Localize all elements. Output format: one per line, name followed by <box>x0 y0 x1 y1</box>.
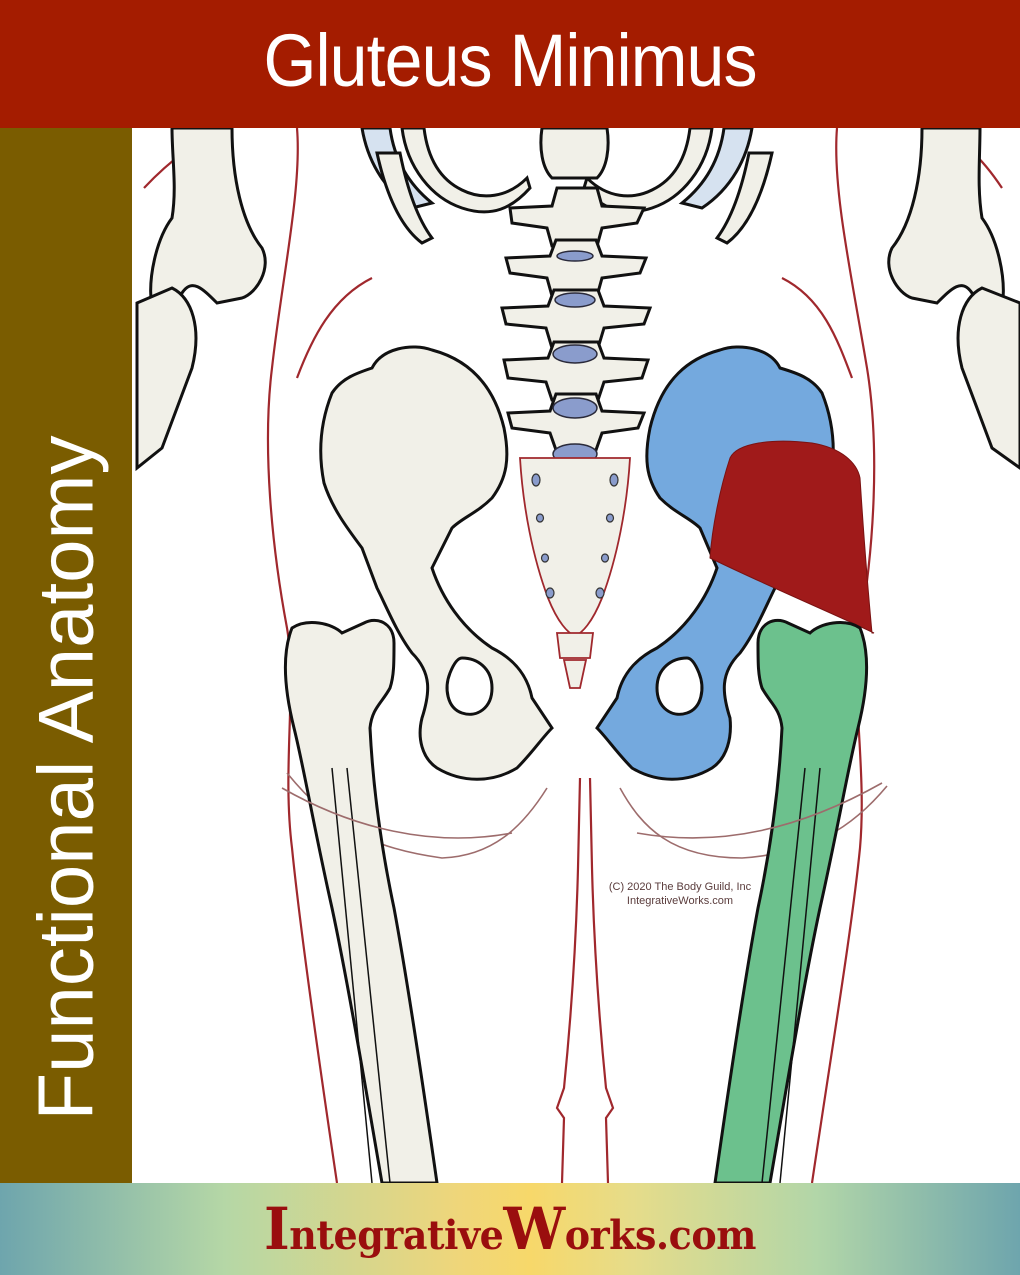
body-contour <box>143 128 1003 1183</box>
footer-banner: IntegrativeWorks.com <box>0 1183 1020 1275</box>
side-banner-label: Functional Anatomy <box>21 435 110 1121</box>
copyright-line-1: (C) 2020 The Body Guild, Inc <box>608 881 752 893</box>
sacral-foramina <box>531 473 619 599</box>
side-banner: Functional Anatomy <box>0 128 132 1183</box>
gluteus-minimus-muscle <box>709 440 875 634</box>
right-femur-insertion <box>713 618 869 1183</box>
gluteal-folds <box>281 782 883 839</box>
sacrum <box>519 457 631 689</box>
copyright-notice: (C) 2020 The Body Guild, Inc Integrative… <box>580 880 780 908</box>
copyright-line-2: IntegrativeWorks.com <box>626 895 734 907</box>
right-arm-bones <box>887 128 1020 470</box>
left-arm-bones <box>135 128 267 472</box>
rib-cage <box>360 128 774 245</box>
brand-wordmark: IntegrativeWorks.com <box>264 1195 756 1263</box>
left-hip-bone <box>319 345 554 781</box>
skeleton-diagram <box>135 128 1020 1183</box>
brand-rest-2: orks.com <box>564 1212 757 1259</box>
anatomy-illustration: (C) 2020 The Body Guild, Inc Integrative… <box>132 128 1020 1183</box>
page-title: Gluteus Minimus <box>263 18 757 102</box>
brand-initial-w: W <box>503 1195 565 1263</box>
brand-initial-i: I <box>263 1195 290 1263</box>
title-banner: Gluteus Minimus <box>0 0 1020 128</box>
brand-rest-1: ntegrative <box>289 1212 504 1259</box>
lumbar-spine <box>500 128 653 452</box>
left-femur <box>283 618 439 1183</box>
